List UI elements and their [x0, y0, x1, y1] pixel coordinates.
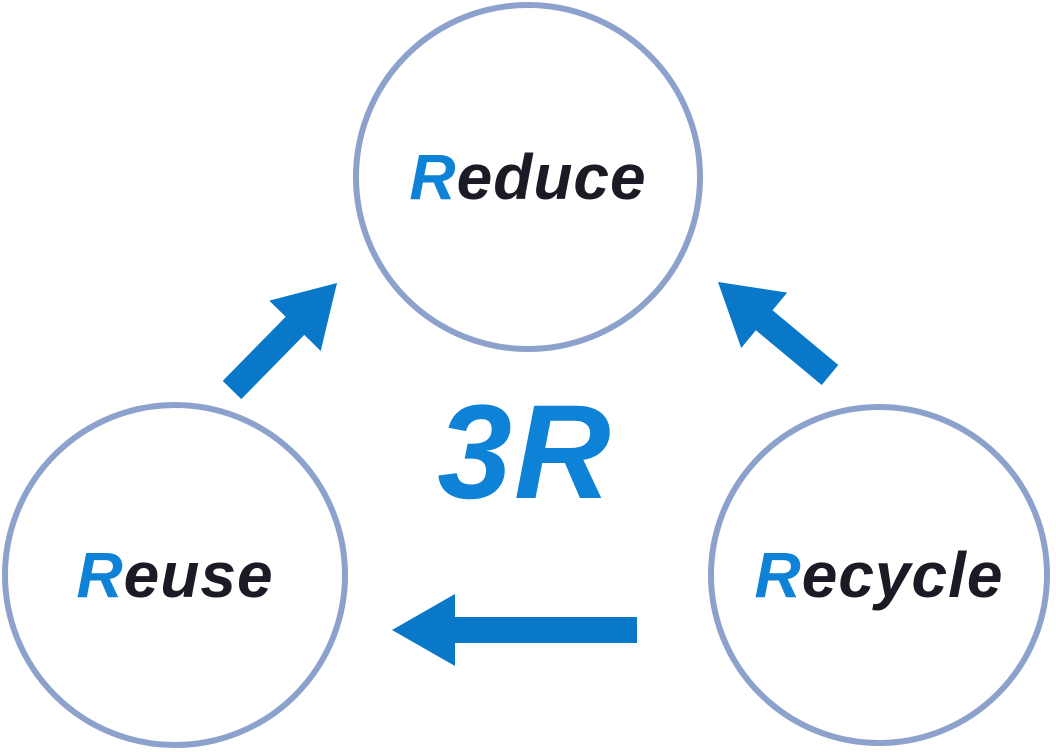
node-reuse-rest: euse	[123, 539, 274, 611]
arrow-recycle-to-reduce	[718, 282, 839, 385]
node-recycle-initial: R	[754, 539, 802, 611]
node-recycle: Recycle	[708, 404, 1050, 746]
node-reduce-label: Reduce	[409, 145, 646, 209]
node-reuse-initial: R	[76, 539, 124, 611]
node-reuse: Reuse	[2, 402, 348, 748]
arrow-recycle-to-reuse	[392, 594, 637, 666]
center-3r-label: 3R	[437, 378, 613, 527]
node-reduce-rest: educe	[456, 141, 647, 213]
node-recycle-label: Recycle	[755, 543, 1004, 607]
node-reuse-label: Reuse	[76, 543, 273, 607]
arrow-reuse-to-reduce	[222, 283, 337, 400]
node-recycle-rest: ecycle	[801, 539, 1004, 611]
node-reduce: Reduce	[353, 2, 703, 352]
node-reduce-initial: R	[409, 141, 457, 213]
